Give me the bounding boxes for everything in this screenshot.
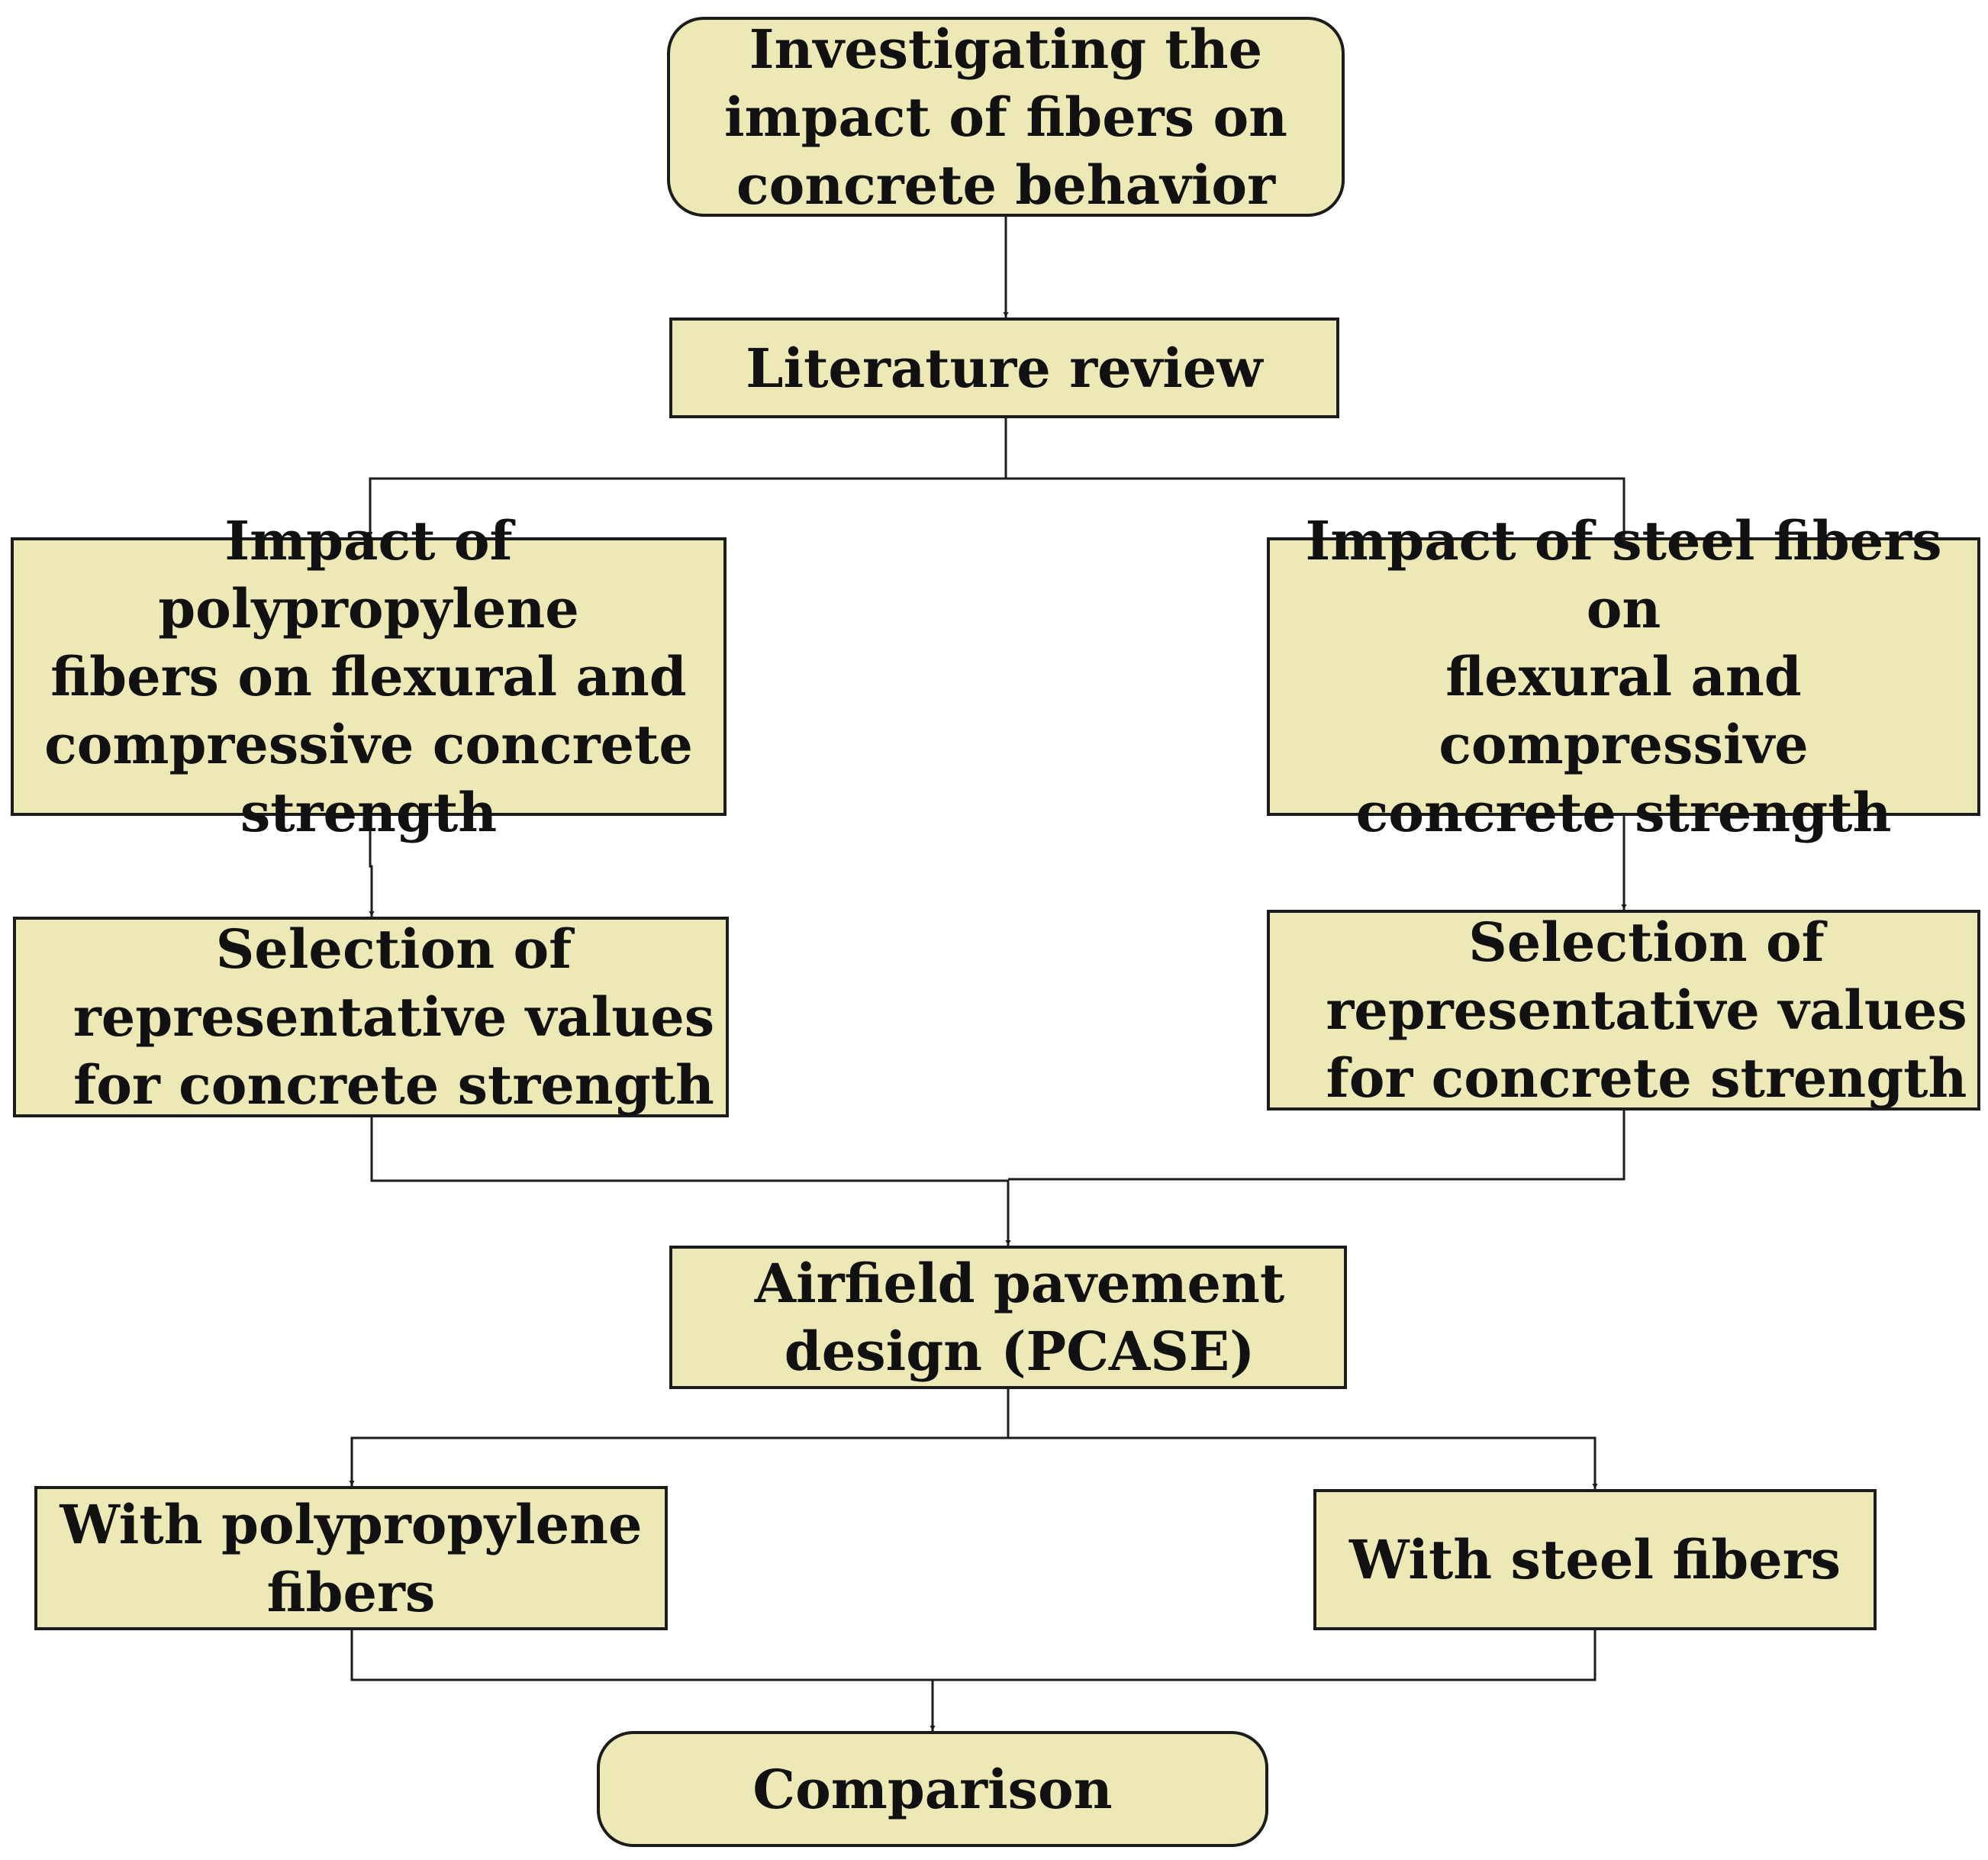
with-steel-node: With steel fibers bbox=[1313, 1489, 1877, 1630]
arrow-with-polypropylene-to-comparison bbox=[350, 1630, 936, 1731]
comparison-label: Comparison bbox=[752, 1757, 1113, 1821]
with-polypropylene-node: With polypropylene fibers bbox=[34, 1486, 668, 1630]
literature-review-node: Literature review bbox=[669, 318, 1339, 418]
arrow-selection-left-to-design bbox=[370, 1117, 1011, 1246]
selection-left-node: Selection of representative values for c… bbox=[13, 917, 729, 1117]
arrow-polypropylene-to-selection bbox=[369, 816, 375, 917]
pavement-design-node: Airfield pavement design (PCASE) bbox=[669, 1246, 1347, 1389]
arrow-with-steel-to-comparison bbox=[933, 1630, 1597, 1681]
steel-impact-label: Impact of steel fibers on flexural and c… bbox=[1305, 509, 1942, 844]
arrow-literature-to-polypropylene bbox=[367, 418, 1007, 537]
start-node: Investigating the impact of fibers on co… bbox=[667, 17, 1345, 217]
start-node-label: Investigating the impact of fibers on co… bbox=[723, 17, 1288, 217]
selection-right-node: Selection of representative values for c… bbox=[1267, 910, 1980, 1111]
arrow-literature-to-steel bbox=[1006, 477, 1627, 537]
with-polypropylene-label: With polypropylene fibers bbox=[60, 1492, 643, 1624]
arrow-selection-right-to-design bbox=[1008, 1111, 1626, 1181]
literature-review-label: Literature review bbox=[746, 336, 1263, 400]
arrow-design-to-with-polypropylene bbox=[349, 1389, 1010, 1486]
selection-right-label: Selection of representative values for c… bbox=[1326, 911, 1967, 1110]
comparison-node: Comparison bbox=[597, 1731, 1268, 1847]
selection-left-label: Selection of representative values for c… bbox=[72, 917, 715, 1117]
with-steel-label: With steel fibers bbox=[1348, 1528, 1841, 1591]
pavement-design-label: Airfield pavement design (PCASE) bbox=[754, 1252, 1285, 1383]
polypropylene-impact-node: Impact of polypropylene fibers on flexur… bbox=[11, 509, 727, 844]
arrow-design-to-with-steel bbox=[1008, 1436, 1598, 1489]
steel-impact-node: Impact of steel fibers on flexural and c… bbox=[1267, 509, 1980, 844]
polypropylene-impact-label: Impact of polypropylene fibers on flexur… bbox=[44, 509, 693, 844]
